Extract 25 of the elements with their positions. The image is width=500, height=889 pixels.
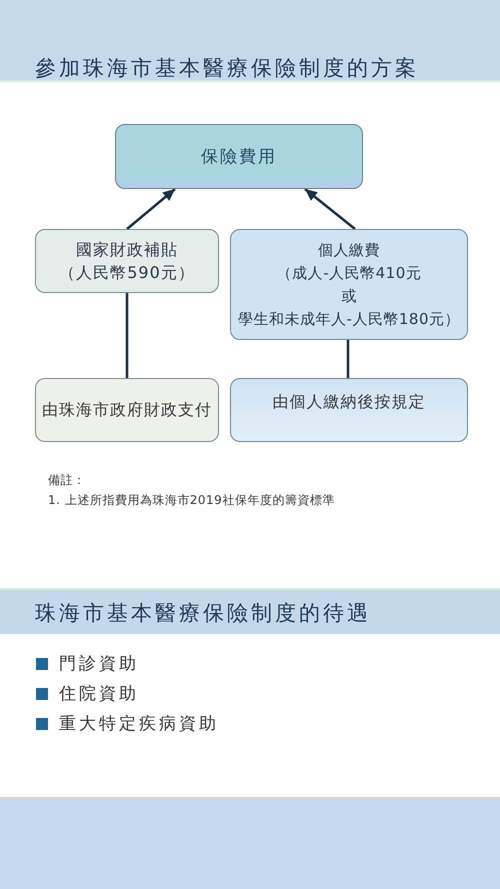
- note-heading: 備註：: [48, 472, 86, 488]
- box-text: 國家財政補貼: [76, 239, 178, 261]
- connector-line: [126, 293, 128, 378]
- rounded-box: [35, 229, 219, 293]
- connector-line: [346, 340, 350, 378]
- box-text: 保險費用: [201, 146, 277, 168]
- rounded-box: [230, 229, 468, 340]
- note-text: 1. 上述所指費用為珠海市2019社保年度的籌資標準: [48, 492, 335, 508]
- box-text: 由個人繳納後按規定: [272, 391, 426, 413]
- list-item: 門診資助: [59, 654, 139, 675]
- box-text: 由珠海市政府財政支付: [42, 399, 212, 421]
- box-text: 或: [341, 286, 357, 306]
- list-item: 住院資助: [59, 684, 139, 705]
- rounded-box: [115, 124, 363, 189]
- box-text: 個人繳費: [318, 240, 380, 260]
- diagram-title: 參加珠海市基本醫療保險制度的方案: [35, 56, 419, 80]
- rounded-box: [230, 378, 468, 442]
- list-item: 重大特定疾病資助: [59, 714, 219, 735]
- arrow: [304, 188, 356, 230]
- section-heading: 珠海市基本醫療保險制度的待遇: [35, 601, 371, 626]
- box-text: （人民幣590元）: [59, 262, 195, 284]
- arrow: [126, 188, 176, 230]
- box-text: （成人-人民幣410元: [276, 262, 422, 284]
- box-text: 學生和未成年人-人民幣180元）: [238, 308, 460, 330]
- rounded-box: [35, 378, 219, 442]
